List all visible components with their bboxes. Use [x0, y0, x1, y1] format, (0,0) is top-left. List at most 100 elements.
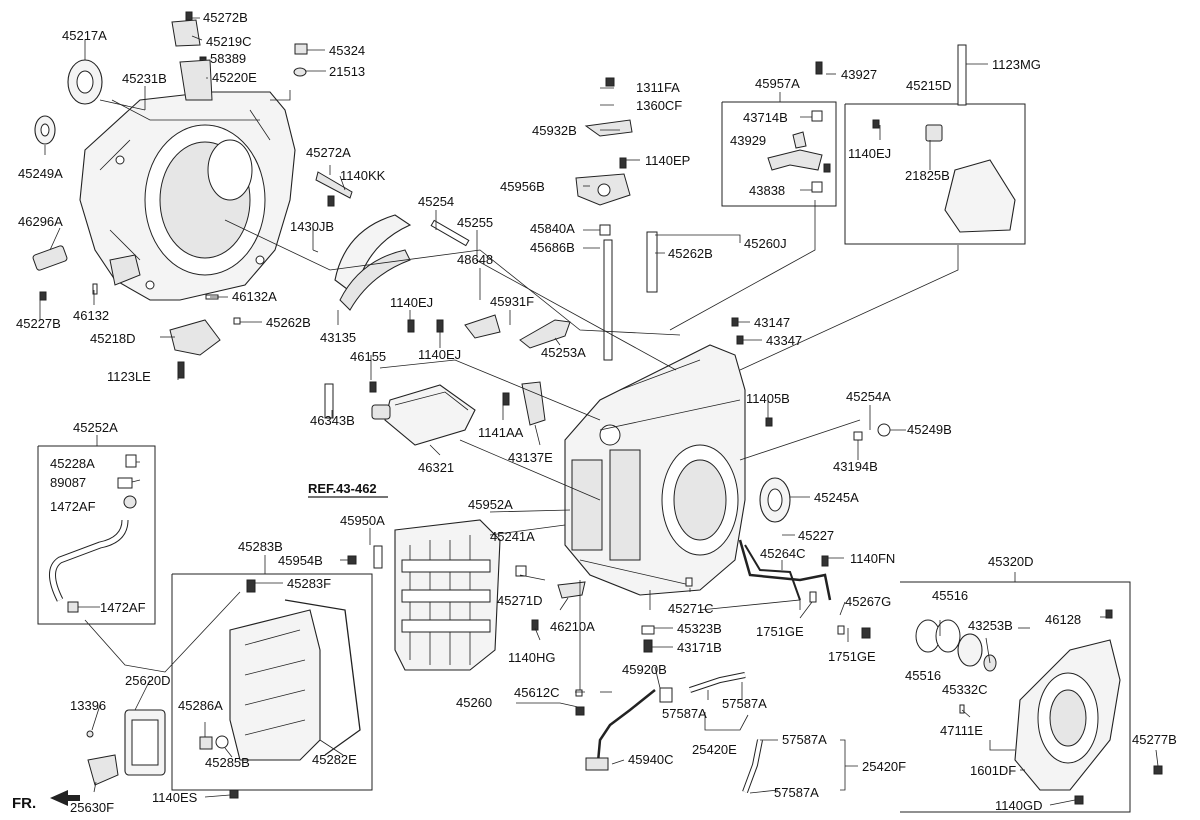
part-label: 46132 — [73, 308, 109, 323]
part-label: 1140HG — [508, 650, 555, 665]
part-label: 1140GD — [995, 798, 1042, 813]
part-label: 43927 — [841, 67, 877, 82]
part-label: 47111E — [940, 723, 983, 738]
part-label: 46343B — [310, 413, 355, 428]
part-label: 45956B — [500, 179, 545, 194]
part-label: 48648 — [457, 252, 493, 267]
solenoid-25630f — [87, 754, 119, 786]
part-label: 1430JB — [290, 219, 334, 234]
group-box-45320d — [900, 572, 1131, 813]
reference-label: REF.43-462 — [308, 481, 377, 496]
part-label: 45931F — [490, 294, 534, 309]
part-label: 45320D — [988, 554, 1034, 569]
part-label: 1360CF — [636, 98, 682, 113]
part-label: 45323B — [677, 621, 722, 636]
part-label: 1601DF — [970, 763, 1016, 778]
leader-lines — [39, 17, 1159, 806]
part-label: 45282E — [312, 752, 357, 767]
part-label: 45262B — [266, 315, 311, 330]
group-box-45957a — [721, 92, 837, 207]
bracket-45218d — [169, 319, 221, 356]
part-label: 57587A — [722, 696, 767, 711]
part-label: 45283F — [287, 576, 331, 591]
part-label: 45516 — [905, 668, 941, 683]
part-label: 45260 — [456, 695, 492, 710]
group-box-45252a — [37, 435, 156, 625]
part-label: 45840A — [530, 221, 575, 236]
part-label: 45255 — [457, 215, 493, 230]
part-label: 1123LE — [107, 369, 151, 384]
part-label: 43347 — [766, 333, 802, 348]
group-box-45283b — [171, 555, 373, 791]
part-label: 45272A — [306, 145, 351, 160]
snap-ring-45516 — [915, 619, 961, 653]
sensor-46296a — [32, 245, 68, 271]
part-label: 1140EP — [645, 153, 690, 168]
part-label: 45285B — [205, 755, 250, 770]
part-label: 45272B — [203, 10, 248, 25]
part-label: 43838 — [749, 183, 785, 198]
part-label: 43137E — [508, 450, 553, 465]
part-label: 1141AA — [478, 425, 524, 440]
oil-cooler-line-45940c — [585, 689, 656, 771]
part-label: 45249A — [18, 166, 63, 181]
part-label: 46132A — [232, 289, 277, 304]
part-label: 45227 — [798, 528, 834, 543]
part-label: 45920B — [622, 662, 667, 677]
part-label: 45241A — [490, 529, 535, 544]
oil-seal-45249a — [34, 115, 56, 145]
oil-pipe-45264c — [738, 539, 832, 601]
hose-45252a — [49, 519, 129, 602]
bolts — [39, 11, 1163, 805]
part-label: 21513 — [329, 64, 365, 79]
part-label: 45324 — [329, 43, 365, 58]
part-label: 45932B — [532, 123, 577, 138]
part-label: 57587A — [662, 706, 707, 721]
part-label: 45957A — [755, 76, 800, 91]
part-label: 1751GE — [828, 649, 876, 664]
part-label: 46296A — [18, 214, 63, 229]
part-label: 46128 — [1045, 612, 1081, 627]
part-label: 45253A — [541, 345, 586, 360]
part-label: 1140FN — [850, 551, 895, 566]
part-label: 43194B — [833, 459, 878, 474]
part-label: 43929 — [730, 133, 766, 148]
part-label: 1123MG — [992, 57, 1041, 72]
part-label: 45219C — [206, 34, 252, 49]
transaxle-case-45241a — [564, 344, 746, 596]
rear-cover-1601df — [1014, 639, 1121, 791]
part-label: 45245A — [814, 490, 859, 505]
oil-seal-45217a — [67, 59, 103, 105]
part-label: 11405B — [746, 391, 790, 406]
part-label: 45686B — [530, 240, 575, 255]
part-label: 89087 — [50, 475, 86, 490]
part-label: 21825B — [905, 168, 950, 183]
bearing-45332c — [957, 633, 997, 672]
part-label: 45218D — [90, 331, 136, 346]
part-label: 45950A — [340, 513, 385, 528]
part-label: 45217A — [62, 28, 107, 43]
valve-body-cover-45282e — [229, 609, 321, 761]
part-label: 45271D — [497, 593, 543, 608]
part-label: 45277B — [1132, 732, 1177, 747]
part-label: 45267G — [845, 594, 891, 609]
part-label: 45264C — [760, 546, 806, 561]
bracket-45215d — [925, 124, 1016, 233]
part-label: 46321 — [418, 460, 454, 475]
valve-body-assembly — [394, 519, 501, 671]
part-label: 25620D — [125, 673, 171, 688]
part-label: 45952A — [468, 497, 513, 512]
oil-seal-45245a — [759, 477, 791, 523]
hose-25420e — [689, 672, 746, 693]
part-label: 1140KK — [340, 168, 386, 183]
part-label: 45283B — [238, 539, 283, 554]
part-label: 1472AF — [50, 499, 96, 514]
oil-guide-43135 — [334, 214, 412, 311]
part-label: 46155 — [350, 349, 386, 364]
part-label: 45516 — [932, 588, 968, 603]
part-label: 43253B — [968, 618, 1013, 633]
part-labels: 45217A 45272B 45219C 58389 45220E 45324 … — [12, 10, 1177, 815]
part-label: 45252A — [73, 420, 118, 435]
part-label: 1140ES — [152, 790, 198, 805]
